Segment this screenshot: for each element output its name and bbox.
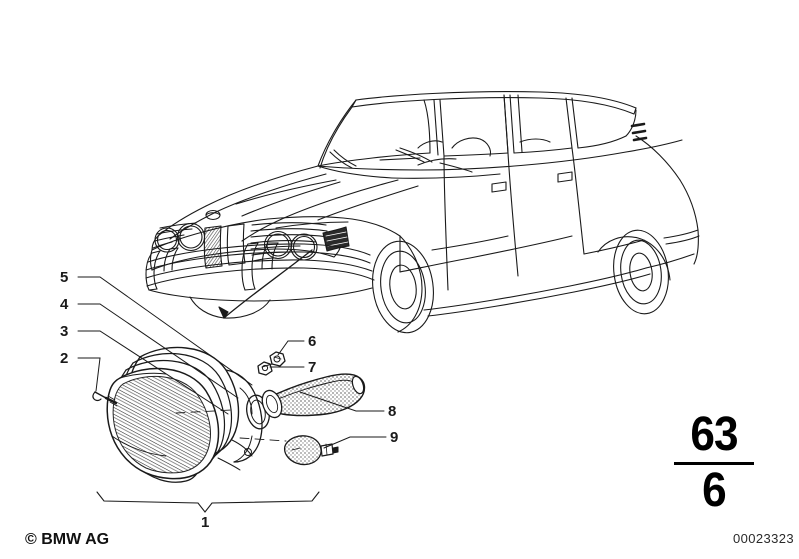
callout-2: 2 <box>60 350 69 367</box>
group-number-divider <box>674 462 754 465</box>
leader-3 <box>77 330 229 415</box>
leader-5 <box>77 276 253 386</box>
part-boot-8 <box>261 373 366 419</box>
bracket-1 <box>96 491 320 513</box>
leader-lines <box>77 276 387 513</box>
part-screw-2 <box>92 391 118 407</box>
callout-8: 8 <box>388 403 397 420</box>
callout-5: 5 <box>60 269 69 286</box>
leader-2 <box>77 357 101 392</box>
callout-1: 1 <box>201 514 210 531</box>
document-id: 00023323 <box>733 531 795 546</box>
group-number-sub: 6 <box>702 464 727 517</box>
part-bulb-9 <box>283 435 339 466</box>
leader-8 <box>299 391 385 412</box>
group-number-main: 63 <box>690 408 738 461</box>
callout-6: 6 <box>308 333 317 350</box>
callout-9: 9 <box>390 429 399 446</box>
vehicle-illustration <box>145 91 700 334</box>
group-number: 63 6 <box>668 408 760 517</box>
callout-3: 3 <box>60 323 69 340</box>
leader-3b <box>175 409 233 414</box>
copyright-notice: © BMW AG <box>25 531 110 548</box>
leader-6 <box>277 340 305 356</box>
callout-7: 7 <box>308 359 317 376</box>
leader-9b <box>239 437 287 442</box>
leader-4 <box>77 303 239 399</box>
callout-4: 4 <box>60 296 69 313</box>
part-hardware-6-7 <box>257 351 286 376</box>
leader-9 <box>323 436 387 449</box>
